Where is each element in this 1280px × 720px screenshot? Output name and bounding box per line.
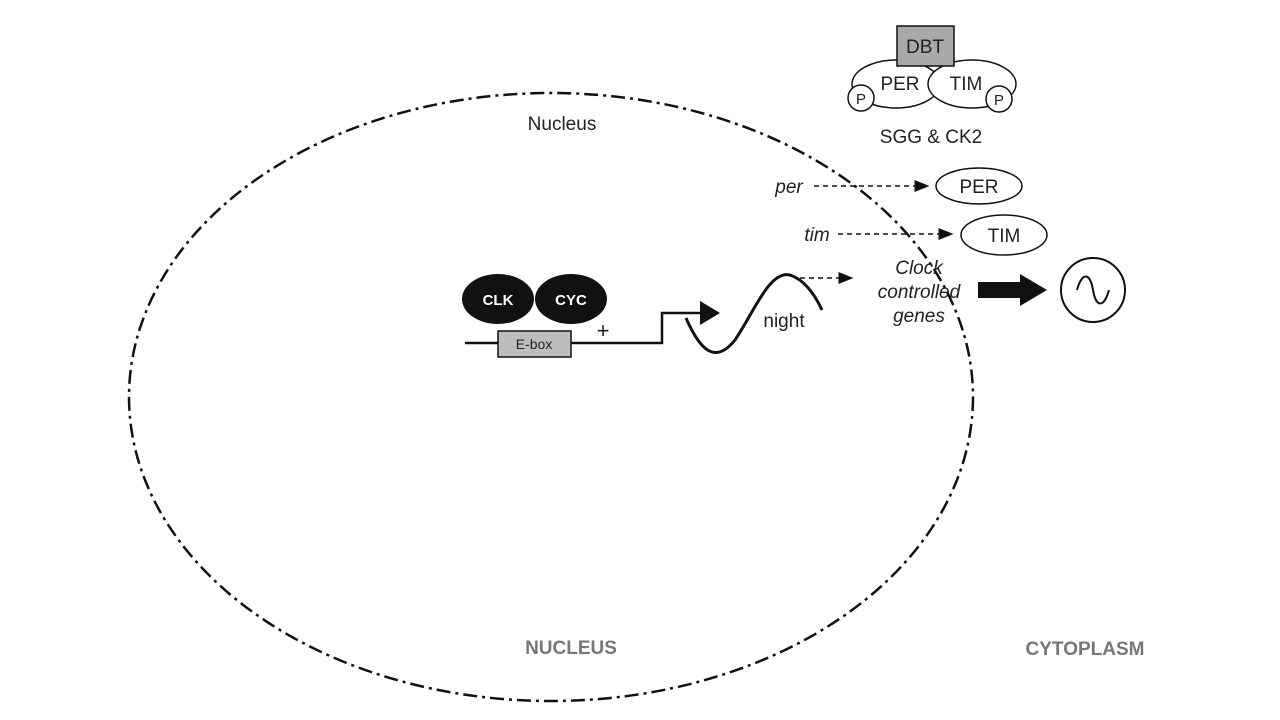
cytoplasm-region-label: CYTOPLASM (1026, 639, 1145, 660)
sine-wave-curve (1076, 275, 1110, 305)
per-protein (935, 167, 1023, 205)
per-gene-label: per (774, 177, 803, 198)
ebox (497, 330, 572, 358)
phosphate-left-label: P (856, 91, 866, 108)
nucleus-top-label: Nucleus (528, 114, 597, 135)
night-expression-wave (684, 273, 824, 354)
kinases-label: SGG & CK2 (880, 127, 982, 148)
cyc-protein (535, 274, 607, 324)
clock-genes-line3: genes (893, 306, 945, 327)
clk-protein (462, 274, 534, 324)
complex-tim-label: TIM (950, 74, 983, 95)
complex-per-label: PER (880, 74, 919, 95)
night-label: night (763, 311, 805, 332)
per-protein-label: PER (959, 177, 998, 198)
clock-genes-line1: Clock (895, 258, 944, 279)
activation-plus: + (597, 318, 610, 343)
phosphate-right (985, 85, 1013, 113)
phosphate-left (847, 84, 875, 112)
tim-protein-label: TIM (988, 226, 1021, 247)
nucleus-membrane (127, 91, 975, 703)
tim-protein (960, 214, 1048, 256)
dbt-label: DBT (906, 37, 944, 58)
nucleus-region-label: NUCLEUS (525, 638, 617, 659)
cyc-label: CYC (555, 292, 587, 309)
dbt-kinase (896, 25, 955, 67)
clk-label: CLK (483, 292, 514, 309)
transcription-start-arrow (700, 301, 720, 325)
phosphate-right-label: P (994, 92, 1004, 109)
tim-gene-label: tim (804, 225, 829, 246)
output-block-arrow (978, 274, 1047, 306)
clock-genes-line2: controlled (878, 282, 962, 303)
ebox-label: E-box (516, 336, 553, 352)
